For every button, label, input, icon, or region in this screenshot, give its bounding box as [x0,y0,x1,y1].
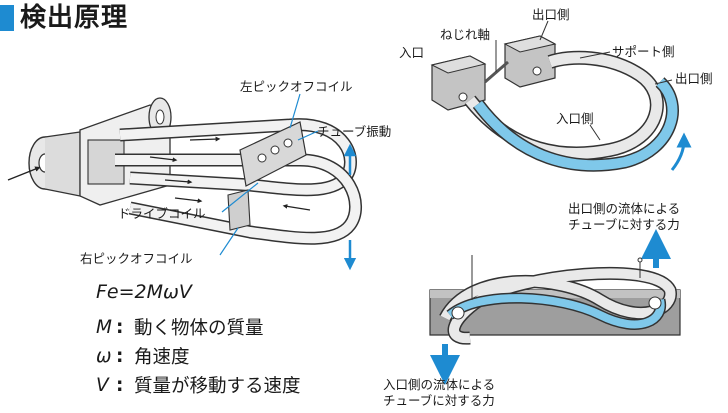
definition-text: 角速度 [134,347,190,368]
label-inlet-force-line1: 入口側の流体による [383,377,496,392]
definition-text: 動く物体の質量 [134,318,264,339]
label-twist-axis: ねじれ軸 [440,27,491,42]
label-inlet-force-line2: チューブに対する力 [383,393,495,408]
label-tube-vibration: チューブ振動 [317,124,392,139]
definition-velocity: V : 質量が移動する速度 [96,372,301,398]
coriolis-meter-illustration [7,93,363,271]
fluid-force-illustration [429,229,681,385]
coriolis-formula: Fe=2MωV [96,281,192,303]
label-outlet-side: 出口側 [675,71,713,86]
label-outlet-top: 出口側 [532,7,570,22]
label-left-pickoff-coil: 左ピックオフコイル [240,79,353,94]
label-inlet-side: 入口側 [556,111,594,126]
label-outlet-force-line2: チューブに対する力 [568,217,680,232]
label-outlet-force-line1: 出口側の流体による [568,201,681,216]
label-inlet: 入口 [399,45,425,60]
label-right-pickoff-coil: 右ピックオフコイル [80,251,193,266]
definition-symbol: M [96,316,112,338]
definition-angular-velocity: ω : 角速度 [96,343,190,369]
twist-tube-illustration [430,20,692,172]
page-title: 検出原理 [20,3,129,33]
definition-mass: M : 動く物体の質量 [96,314,264,340]
definition-symbol: V [96,374,109,396]
section-header: 検出原理 [0,0,128,36]
definition-symbol: ω [96,345,112,367]
label-support-side: サポート側 [612,44,675,59]
title-accent-bar [0,5,14,31]
definition-text: 質量が移動する速度 [134,376,301,397]
label-drive-coil: ドライブコイル [118,206,206,221]
